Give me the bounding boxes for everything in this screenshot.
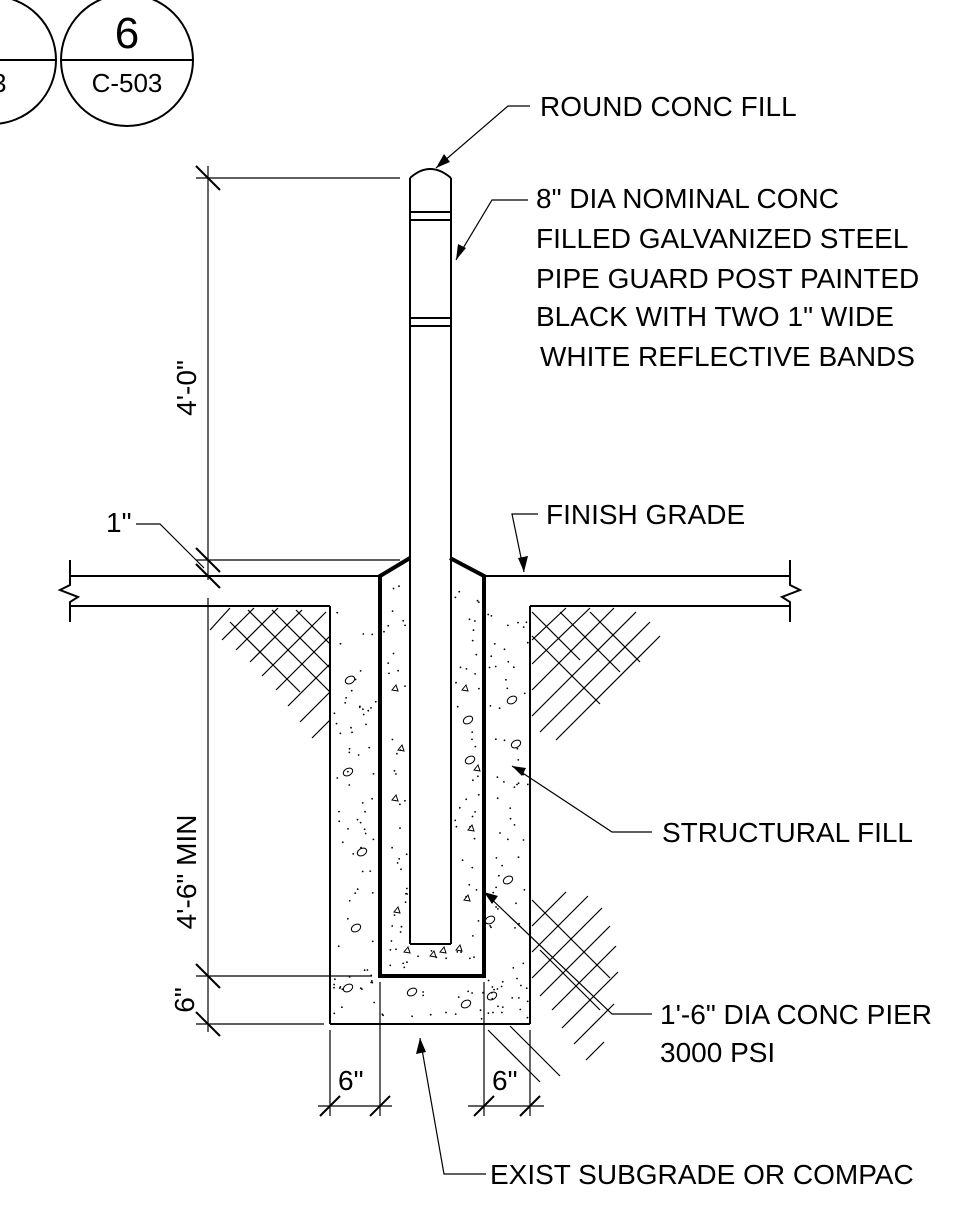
section-tag-number: 6 bbox=[115, 9, 139, 58]
pipe-guard-post bbox=[409, 168, 452, 945]
callout-post-line-5: WHITE REFLECTIVE BANDS bbox=[540, 341, 915, 372]
soil-hatch-left-upper bbox=[209, 607, 331, 739]
finish-grade-lines bbox=[57, 560, 803, 622]
callout-pier-line-2: 3000 PSI bbox=[660, 1037, 775, 1068]
dim-top-offset: 1" bbox=[106, 507, 132, 538]
dim-embed: 4'-6" MIN bbox=[171, 815, 202, 930]
dim-left-side: 6" bbox=[338, 1065, 364, 1096]
dim-right-side: 6" bbox=[492, 1065, 518, 1096]
callout-subgrade: EXIST SUBGRADE OR COMPAC bbox=[490, 1159, 914, 1190]
soil-hatch-right-lower bbox=[487, 891, 619, 1083]
dimension-lines bbox=[195, 165, 544, 1117]
section-tag-partial: 03 bbox=[0, 0, 57, 125]
section-tag-partial-sheet: 03 bbox=[0, 68, 6, 98]
callout-post-line-3: PIPE GUARD POST PAINTED bbox=[536, 263, 919, 294]
section-tag-sheet: C-503 bbox=[92, 68, 163, 98]
callout-round-conc-fill: ROUND CONC FILL bbox=[540, 91, 797, 122]
leader-lines bbox=[136, 105, 652, 1175]
dim-bottom: 6" bbox=[169, 987, 200, 1013]
concrete-pier bbox=[378, 556, 486, 978]
pier-excavation bbox=[329, 606, 531, 1025]
callout-post-description: 8" DIA NOMINAL CONC FILLED GALVANIZED ST… bbox=[536, 183, 919, 372]
callout-post-line-4: BLACK WITH TWO 1" WIDE bbox=[536, 301, 894, 332]
soil-hatch-right-upper bbox=[531, 607, 661, 741]
section-tag: 6 C-503 bbox=[60, 0, 194, 127]
callout-structural-fill: STRUCTURAL FILL bbox=[662, 817, 913, 848]
dim-above-grade: 4'-0" bbox=[171, 360, 202, 416]
callout-post-line-2: FILLED GALVANIZED STEEL bbox=[536, 223, 908, 254]
callout-finish-grade: FINISH GRADE bbox=[546, 499, 745, 530]
callout-post-line-1: 8" DIA NOMINAL CONC bbox=[536, 183, 839, 214]
concrete-stipple bbox=[333, 585, 529, 1020]
callout-pier-line-1: 1'-6" DIA CONC PIER bbox=[660, 999, 932, 1030]
